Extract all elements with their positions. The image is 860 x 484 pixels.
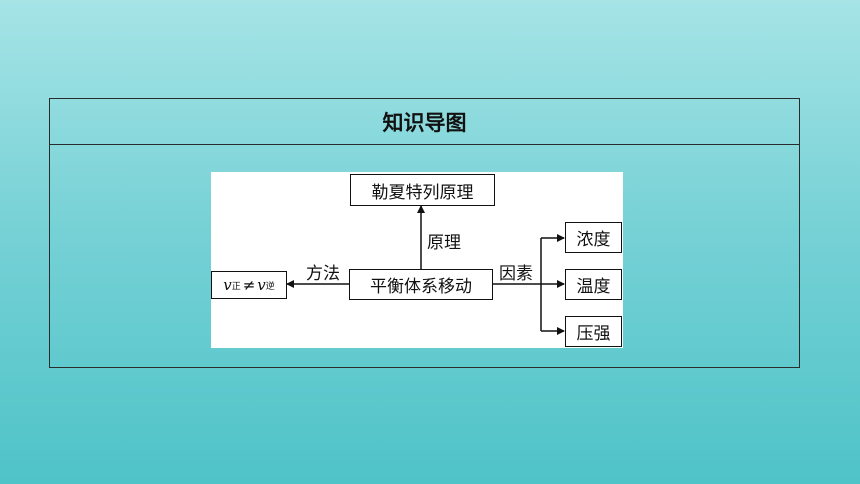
reverse-rate-symbol: v: [257, 276, 266, 294]
forward-rate-symbol: v: [223, 276, 232, 294]
equilibrium-shift-box: 平衡体系移动: [349, 269, 493, 300]
factor-temperature-box: 温度: [565, 269, 622, 300]
not-equal-symbol: ≠: [242, 276, 256, 294]
factor-concentration-box: 浓度: [565, 222, 622, 253]
le-chatelier-box: 勒夏特列原理: [350, 174, 495, 206]
panel-header: 知识导图: [50, 99, 799, 145]
factor-pressure-box: 压强: [565, 316, 622, 347]
forward-subscript: 正: [231, 281, 241, 292]
knowledge-map-panel: 知识导图: [49, 98, 800, 368]
edge-label-principle: 原理: [427, 233, 461, 253]
connector-lines: [286, 205, 565, 335]
edge-label-method: 方法: [306, 264, 340, 284]
edge-label-factors: 因素: [499, 264, 533, 284]
panel-title: 知识导图: [382, 110, 467, 135]
reverse-subscript: 逆: [265, 281, 275, 292]
